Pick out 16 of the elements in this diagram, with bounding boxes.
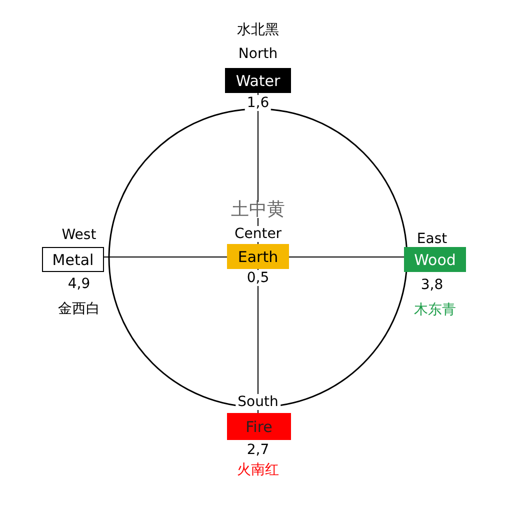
direction-label: South bbox=[236, 394, 280, 410]
direction-label: 土中黄 bbox=[229, 202, 287, 218]
direction-label: 水北黑 bbox=[235, 22, 281, 38]
number-label: 1,6 bbox=[244, 95, 272, 111]
element-box: Water bbox=[225, 68, 291, 93]
direction-label: Center bbox=[232, 226, 284, 242]
direction-label: 木东青 bbox=[412, 302, 458, 318]
number-label: 3,8 bbox=[418, 277, 446, 293]
connector-line bbox=[288, 256, 404, 258]
element-box: Metal bbox=[42, 247, 104, 272]
direction-label: 火南红 bbox=[235, 462, 281, 478]
connector-line bbox=[104, 256, 228, 258]
element-box: Fire bbox=[227, 413, 291, 440]
element-box: Wood bbox=[404, 247, 466, 272]
element-box: Earth bbox=[227, 244, 289, 269]
number-label: 4,9 bbox=[66, 276, 92, 292]
